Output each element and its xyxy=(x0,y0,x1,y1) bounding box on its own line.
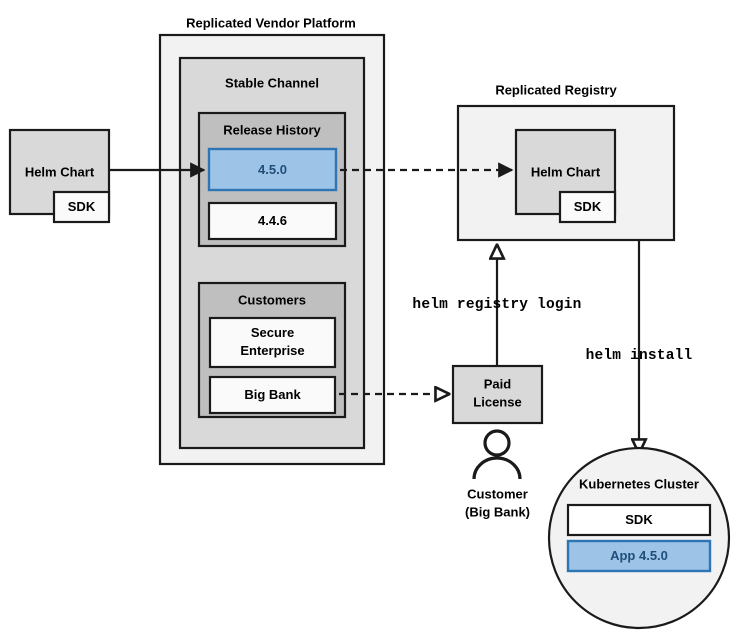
cluster-component-app[interactable] xyxy=(566,539,712,573)
customer-name-line1: Secure xyxy=(251,325,294,340)
customers-label: Customers xyxy=(238,292,306,307)
release-item-4-5-0[interactable] xyxy=(207,147,338,192)
customer-name-line2: Enterprise xyxy=(240,343,304,358)
command-registry-login-label: helm registry login xyxy=(412,297,581,313)
customer-avatar-head-icon xyxy=(483,429,511,457)
customer-item-secure-enterprise[interactable] xyxy=(208,316,337,369)
registry-helm-chart-label: Helm Chart xyxy=(531,164,601,179)
cluster-component-label: App 4.5.0 xyxy=(610,548,668,563)
registry-sdk-label: SDK xyxy=(574,199,602,214)
kubernetes-cluster-container xyxy=(547,446,731,630)
release-version-label: 4.5.0 xyxy=(258,162,287,177)
customer-item-big-bank[interactable] xyxy=(208,375,337,415)
source-helm-chart-label: Helm Chart xyxy=(25,164,95,179)
customer-name-label: Big Bank xyxy=(244,387,301,402)
paid-license-box xyxy=(451,364,544,425)
registry-title: Replicated Registry xyxy=(495,82,617,97)
customer-avatar-body-icon xyxy=(472,456,522,480)
source-sdk-box xyxy=(52,190,111,224)
cluster-component-label: SDK xyxy=(625,512,653,527)
kubernetes-cluster-label: Kubernetes Cluster xyxy=(579,476,699,491)
release-version-label: 4.4.6 xyxy=(258,213,287,228)
command-install-label: helm install xyxy=(586,348,693,364)
release-item-4-4-6[interactable] xyxy=(207,201,338,241)
paid-license-label-line1: Paid xyxy=(484,376,512,391)
cluster-component-sdk[interactable] xyxy=(566,503,712,537)
release-history-label: Release History xyxy=(223,122,321,137)
platform-title: Replicated Vendor Platform xyxy=(186,15,356,30)
stable-channel-label: Stable Channel xyxy=(225,75,319,90)
registry-sdk-box xyxy=(558,190,617,224)
source-sdk-label: SDK xyxy=(68,199,96,214)
customer-actor-label-line2: (Big Bank) xyxy=(465,504,530,519)
paid-license-label-line2: License xyxy=(473,394,521,409)
customer-actor-label-line1: Customer xyxy=(467,486,528,501)
